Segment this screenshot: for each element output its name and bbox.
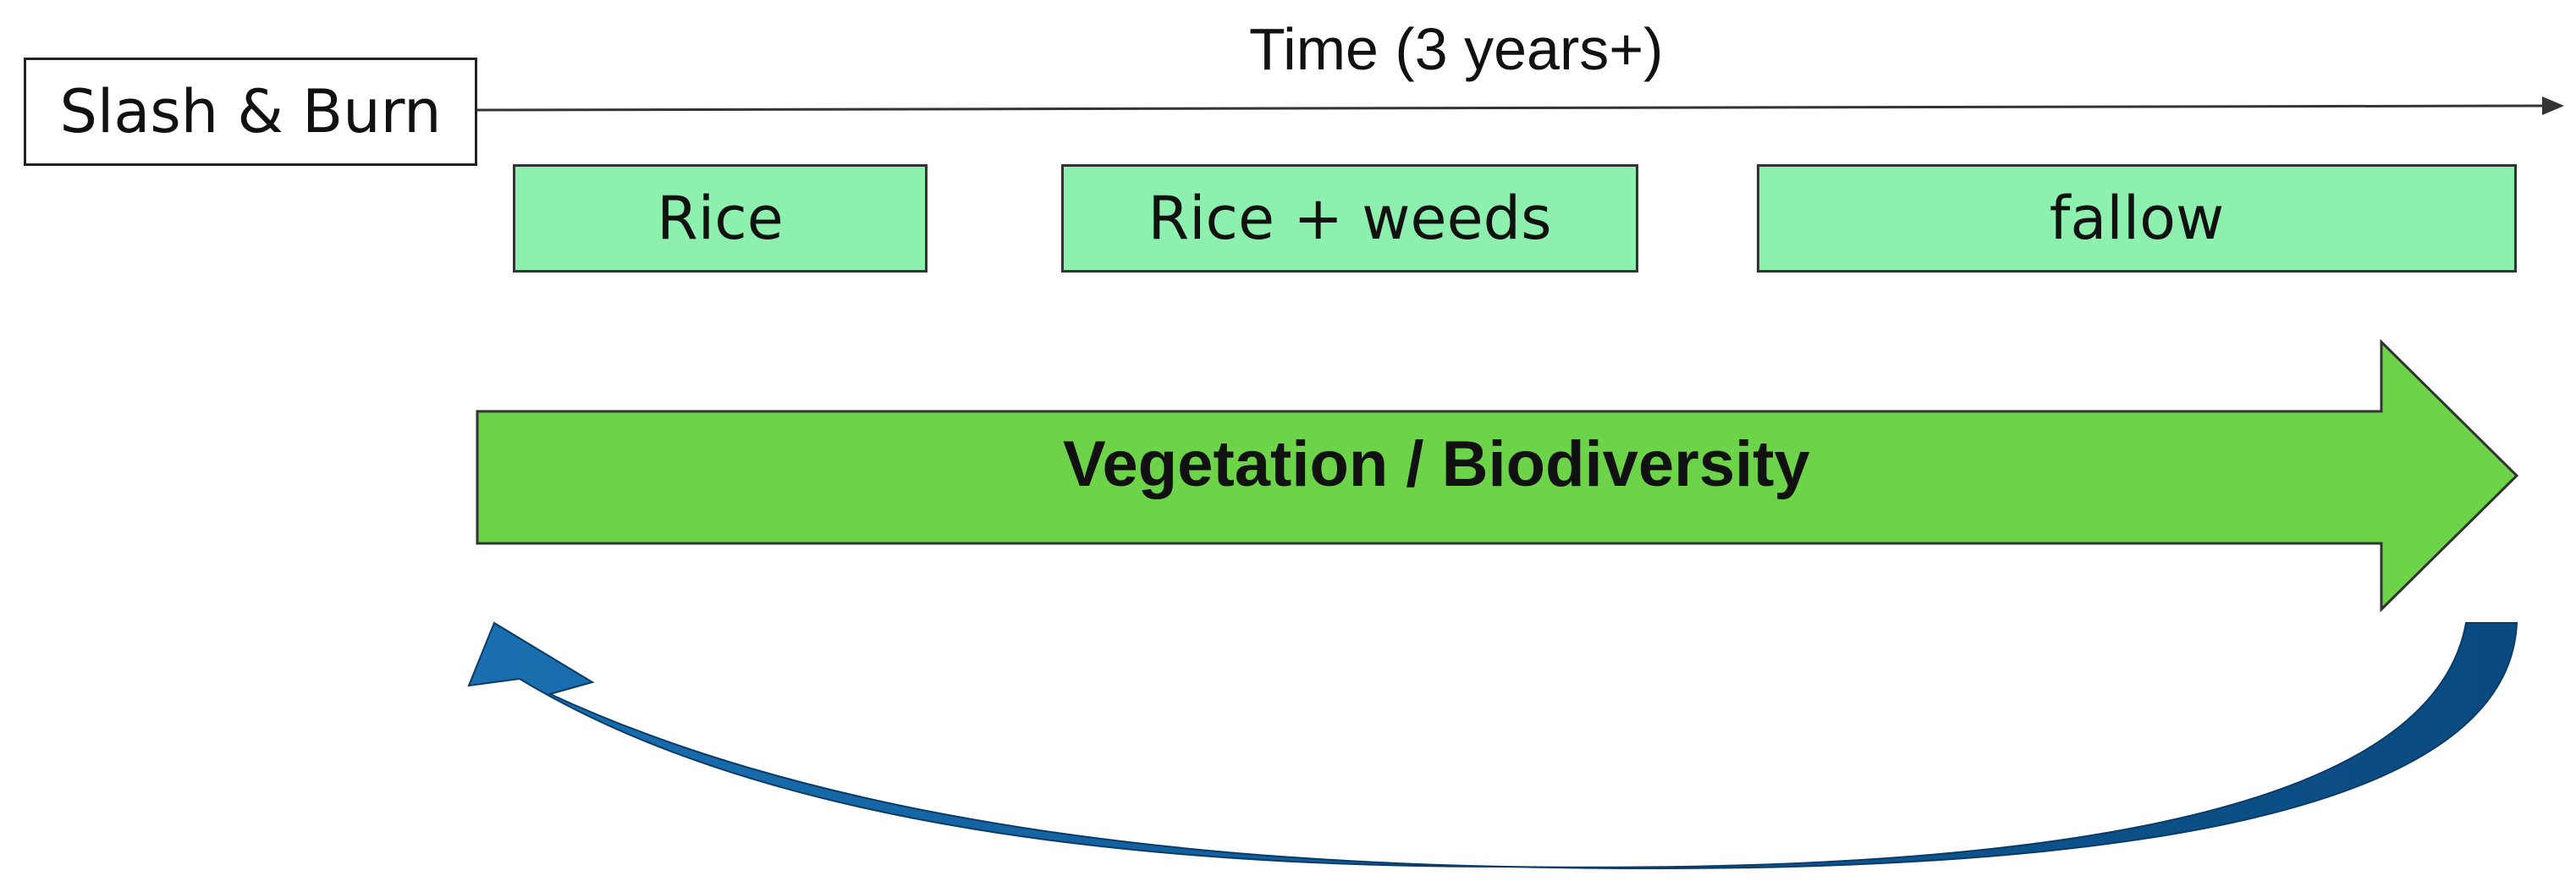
time-axis-arrow <box>476 96 2564 115</box>
time-axis-line <box>476 104 2546 112</box>
time-axis-label: Time (3 years+) <box>1249 16 1664 82</box>
slash-and-burn-box: Slash & Burn <box>24 58 477 166</box>
phase-rice-box: Rice <box>513 164 927 273</box>
phase-fallow-box: fallow <box>1757 164 2517 273</box>
time-axis-arrowhead <box>2542 96 2564 115</box>
vegetation-trend-arrow <box>476 339 2519 613</box>
cycle-return-arrow <box>467 621 2518 869</box>
vegetation-biodiversity-label: Vegetation / Biodiversity <box>1063 428 1810 500</box>
phase-rice-weeds-box: Rice + weeds <box>1061 164 1638 273</box>
